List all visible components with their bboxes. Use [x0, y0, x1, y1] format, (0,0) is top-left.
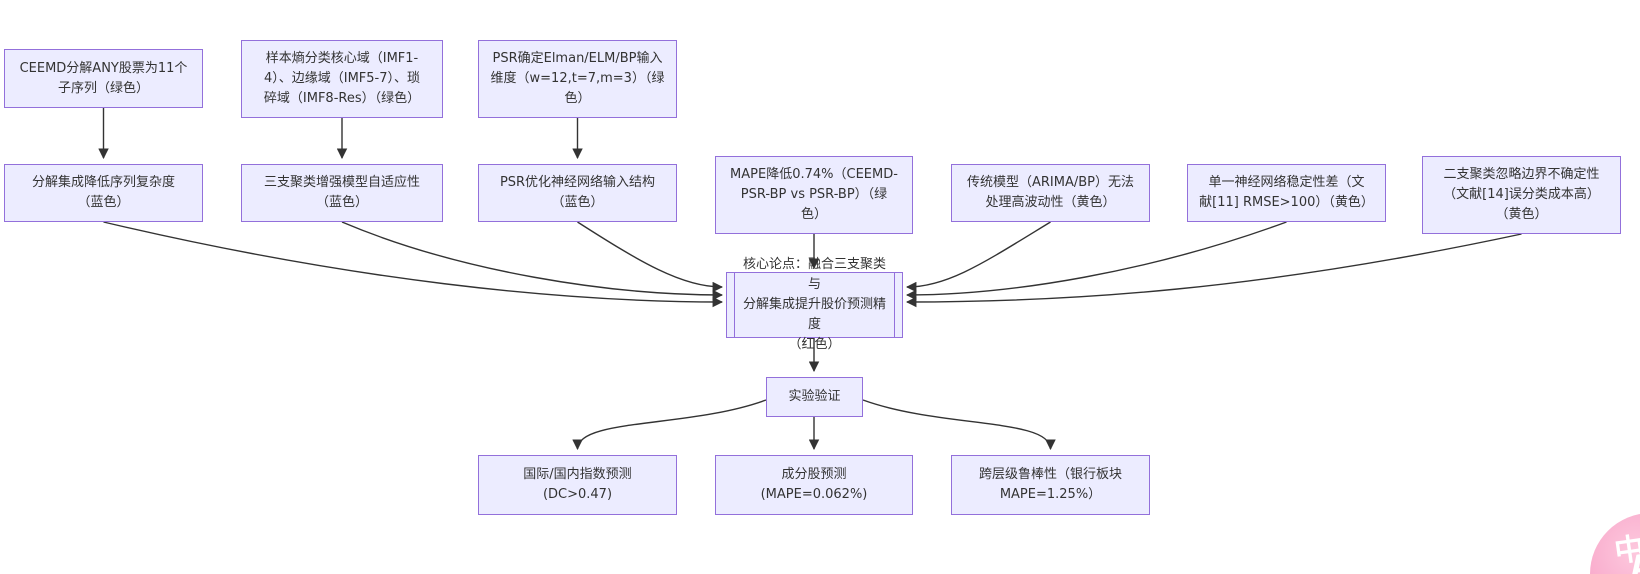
node-core-thesis-label: 核心论点：融合三支聚类与 分解集成提升股价预测精度 （红色）: [742, 257, 886, 352]
node-two-way-cluster: 二支聚类忽略边界不确定性 （文献[14]误分类成本高） （黄色）: [1422, 156, 1621, 234]
node-single-nn: 单一神经网络稳定性差（文 献[11] RMSE>100）（黄色）: [1187, 164, 1386, 222]
node-mape-drop-label: MAPE降低0.74%（CEEMD- PSR-BP vs PSR-BP）（绿 色…: [730, 167, 898, 222]
edge-psropt-to-core: [577, 221, 724, 293]
edge-traditional-to-core: [905, 221, 1051, 293]
node-three-way-cluster: 三支聚类增强模型自适应性 （蓝色）: [241, 164, 443, 222]
node-two-way-cluster-label: 二支聚类忽略边界不确定性 （文献[14]误分类成本高） （黄色）: [1443, 167, 1600, 222]
subroutine-border-left: [734, 273, 735, 337]
node-single-nn-label: 单一神经网络稳定性差（文 献[11] RMSE>100）（黄色）: [1199, 175, 1374, 210]
node-psr-input-label: PSR确定Elman/ELM/BP输入 维度（w=12,t=7,m=3）（绿 色…: [490, 51, 665, 106]
node-ceemd: CEEMD分解ANY股票为11个 子序列（绿色）: [4, 49, 203, 108]
node-stock-forecast: 成分股预测 (MAPE=0.062%): [715, 455, 913, 515]
node-index-forecast-label: 国际/国内指数预测 (DC>0.47): [523, 467, 632, 502]
edge-twoway-to-core: [905, 233, 1522, 308]
node-core-thesis: 核心论点：融合三支聚类与 分解集成提升股价预测精度 （红色）: [726, 257, 903, 352]
edge-experiment-to-robustness: [862, 399, 1056, 451]
edge-experiment-to-index: [572, 399, 767, 451]
node-experiment: 实验验证: [766, 377, 863, 417]
node-stock-forecast-label: 成分股预测 (MAPE=0.062%): [760, 467, 868, 502]
node-three-way-cluster-label: 三支聚类增强模型自适应性 （蓝色）: [263, 175, 420, 210]
subroutine-border-right: [894, 273, 895, 337]
node-robustness: 跨层级鲁棒性（银行板块 MAPE=1.25%）: [951, 455, 1150, 515]
node-ceemd-label: CEEMD分解ANY股票为11个 子序列（绿色）: [19, 60, 188, 96]
node-robustness-label: 跨层级鲁棒性（银行板块 MAPE=1.25%）: [978, 467, 1122, 502]
node-sample-entropy: 样本熵分类核心域（IMF1- 4）、边缘域（IMF5-7）、琐 碎域（IMF8-…: [241, 40, 443, 118]
node-traditional-model: 传统模型（ARIMA/BP）无法 处理高波动性（黄色）: [951, 164, 1150, 222]
node-psr-optimize: PSR优化神经网络输入结构 （蓝色）: [478, 164, 677, 222]
node-psr-optimize-label: PSR优化神经网络输入结构 （蓝色）: [499, 175, 656, 210]
node-index-forecast: 国际/国内指数预测 (DC>0.47): [478, 455, 677, 515]
node-sample-entropy-label: 样本熵分类核心域（IMF1- 4）、边缘域（IMF5-7）、琐 碎域（IMF8-…: [263, 51, 421, 106]
translate-badge-en-char: A: [1627, 547, 1640, 574]
node-psr-input: PSR确定Elman/ELM/BP输入 维度（w=12,t=7,m=3）（绿 色…: [478, 40, 677, 118]
node-experiment-label: 实验验证: [788, 389, 841, 404]
node-decomp-ensemble: 分解集成降低序列复杂度 （蓝色）: [4, 164, 203, 222]
edge-decomp-to-core: [103, 221, 724, 308]
node-mape-drop: MAPE降低0.74%（CEEMD- PSR-BP vs PSR-BP）（绿 色…: [715, 156, 913, 234]
edge-threeway-to-core: [341, 221, 724, 301]
node-decomp-ensemble-label: 分解集成降低序列复杂度 （蓝色）: [31, 175, 175, 210]
edge-singlenn-to-core: [905, 221, 1287, 301]
node-traditional-model-label: 传统模型（ARIMA/BP）无法 处理高波动性（黄色）: [966, 175, 1134, 210]
